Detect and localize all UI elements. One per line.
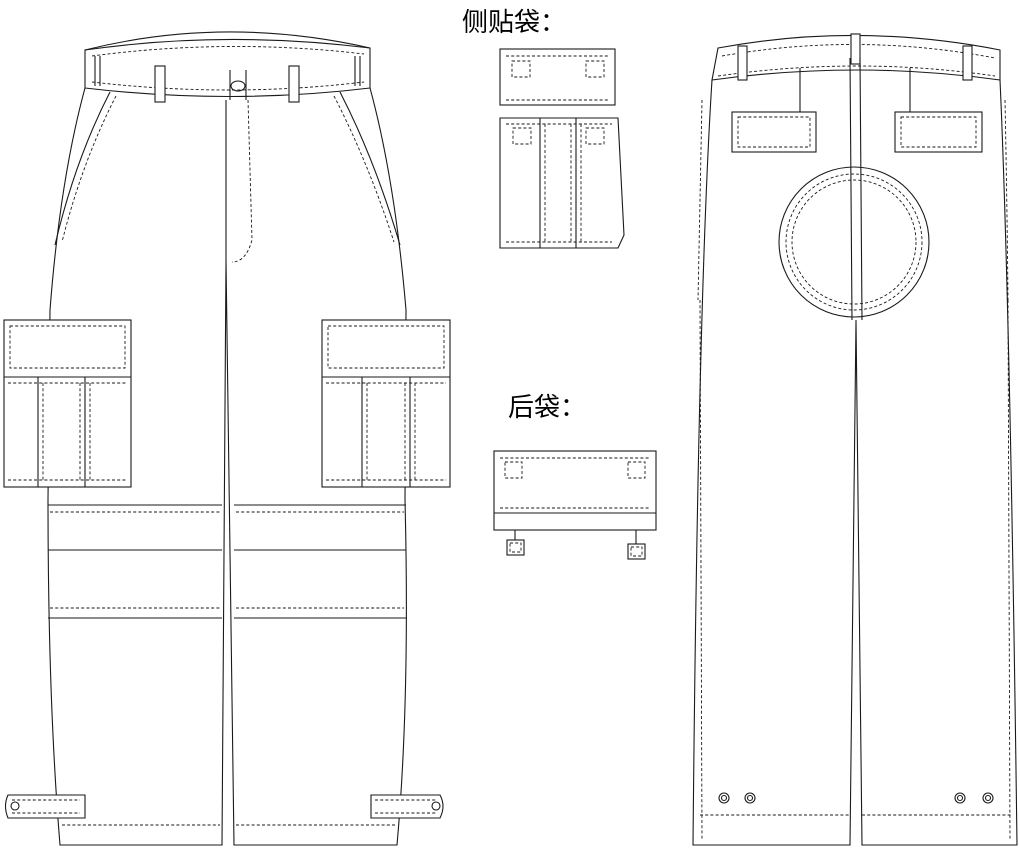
belt-loop [737, 45, 748, 81]
belt-loop [962, 45, 973, 81]
velcro-tab [506, 539, 525, 556]
left-cargo-pocket [3, 319, 132, 488]
belt-loop [154, 65, 166, 103]
side-pocket-body [499, 117, 625, 249]
side-pocket-detail [499, 48, 625, 249]
side-pocket-flap [499, 48, 616, 106]
hem-snaps [718, 792, 994, 804]
velcro-tab [627, 543, 646, 560]
right-ankle-tab [370, 794, 444, 819]
back-pocket-detail [493, 450, 657, 560]
belt-loop [850, 33, 861, 65]
waist-button-icon [230, 80, 246, 92]
right-cargo-pocket [321, 319, 451, 488]
back-waistband [711, 33, 1001, 81]
belt-loop [288, 65, 300, 103]
back-view-trousers [692, 33, 1018, 846]
side-pocket-label: 侧贴袋： [462, 8, 567, 38]
left-ankle-tab [4, 794, 86, 819]
back-left-pocket [731, 111, 817, 153]
front-view-trousers [3, 31, 451, 846]
front-waistband [84, 31, 371, 103]
back-pocket-label: 后袋： [508, 393, 587, 423]
back-pocket-flap [493, 450, 657, 531]
back-right-pocket [894, 111, 983, 153]
seat-patch [778, 166, 930, 318]
